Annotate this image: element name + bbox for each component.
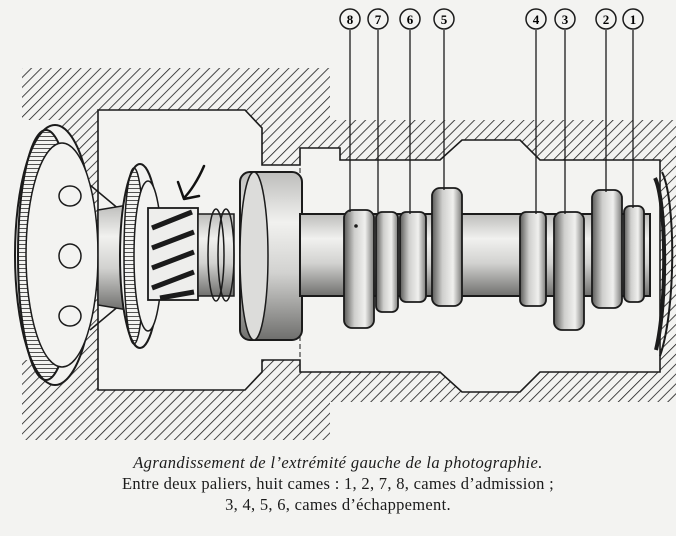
figure-caption: Agrandissement de l’extrémité gauche de … — [0, 452, 676, 515]
bearing-journal — [239, 171, 303, 341]
callout-7-label: 7 — [375, 12, 382, 27]
callout-5-label: 5 — [441, 12, 448, 27]
callout-8-label: 8 — [347, 12, 354, 27]
callout-2-label: 2 — [603, 12, 610, 27]
cam-2 — [591, 189, 623, 309]
callout-2: 2 — [595, 8, 617, 30]
cam-1 — [623, 205, 645, 303]
callout-3-label: 3 — [562, 12, 569, 27]
callout-7: 7 — [367, 8, 389, 30]
callout-6: 6 — [399, 8, 421, 30]
cam-8 — [343, 209, 375, 329]
cams — [343, 187, 645, 331]
collar-rings — [197, 208, 235, 302]
caption-title: Agrandissement de l’extrémité gauche de … — [133, 453, 543, 472]
cam-5 — [431, 187, 463, 307]
callout-1: 1 — [622, 8, 644, 30]
helical-gear — [147, 207, 199, 301]
cam-6 — [399, 211, 427, 303]
callout-6-label: 6 — [407, 12, 414, 27]
callout-4-label: 4 — [533, 12, 540, 27]
callout-3: 3 — [554, 8, 576, 30]
arrow-annotation — [176, 164, 206, 201]
callout-8: 8 — [339, 8, 361, 30]
callout-4: 4 — [525, 8, 547, 30]
caption-line-1: Entre deux paliers, huit cames : 1, 2, 7… — [121, 474, 555, 493]
callout-1-label: 1 — [630, 12, 637, 27]
caption-line-2: 3, 4, 5, 6, cames d’échappement. — [225, 495, 451, 514]
cam-7 — [375, 211, 399, 313]
timing-gear — [14, 124, 121, 386]
camshaft-diagram: 8 7 6 5 4 3 2 1 — [14, 8, 676, 440]
cam-3 — [553, 211, 585, 331]
cam-4 — [519, 211, 547, 307]
callout-5: 5 — [433, 8, 455, 30]
callout-leaders — [349, 30, 634, 214]
